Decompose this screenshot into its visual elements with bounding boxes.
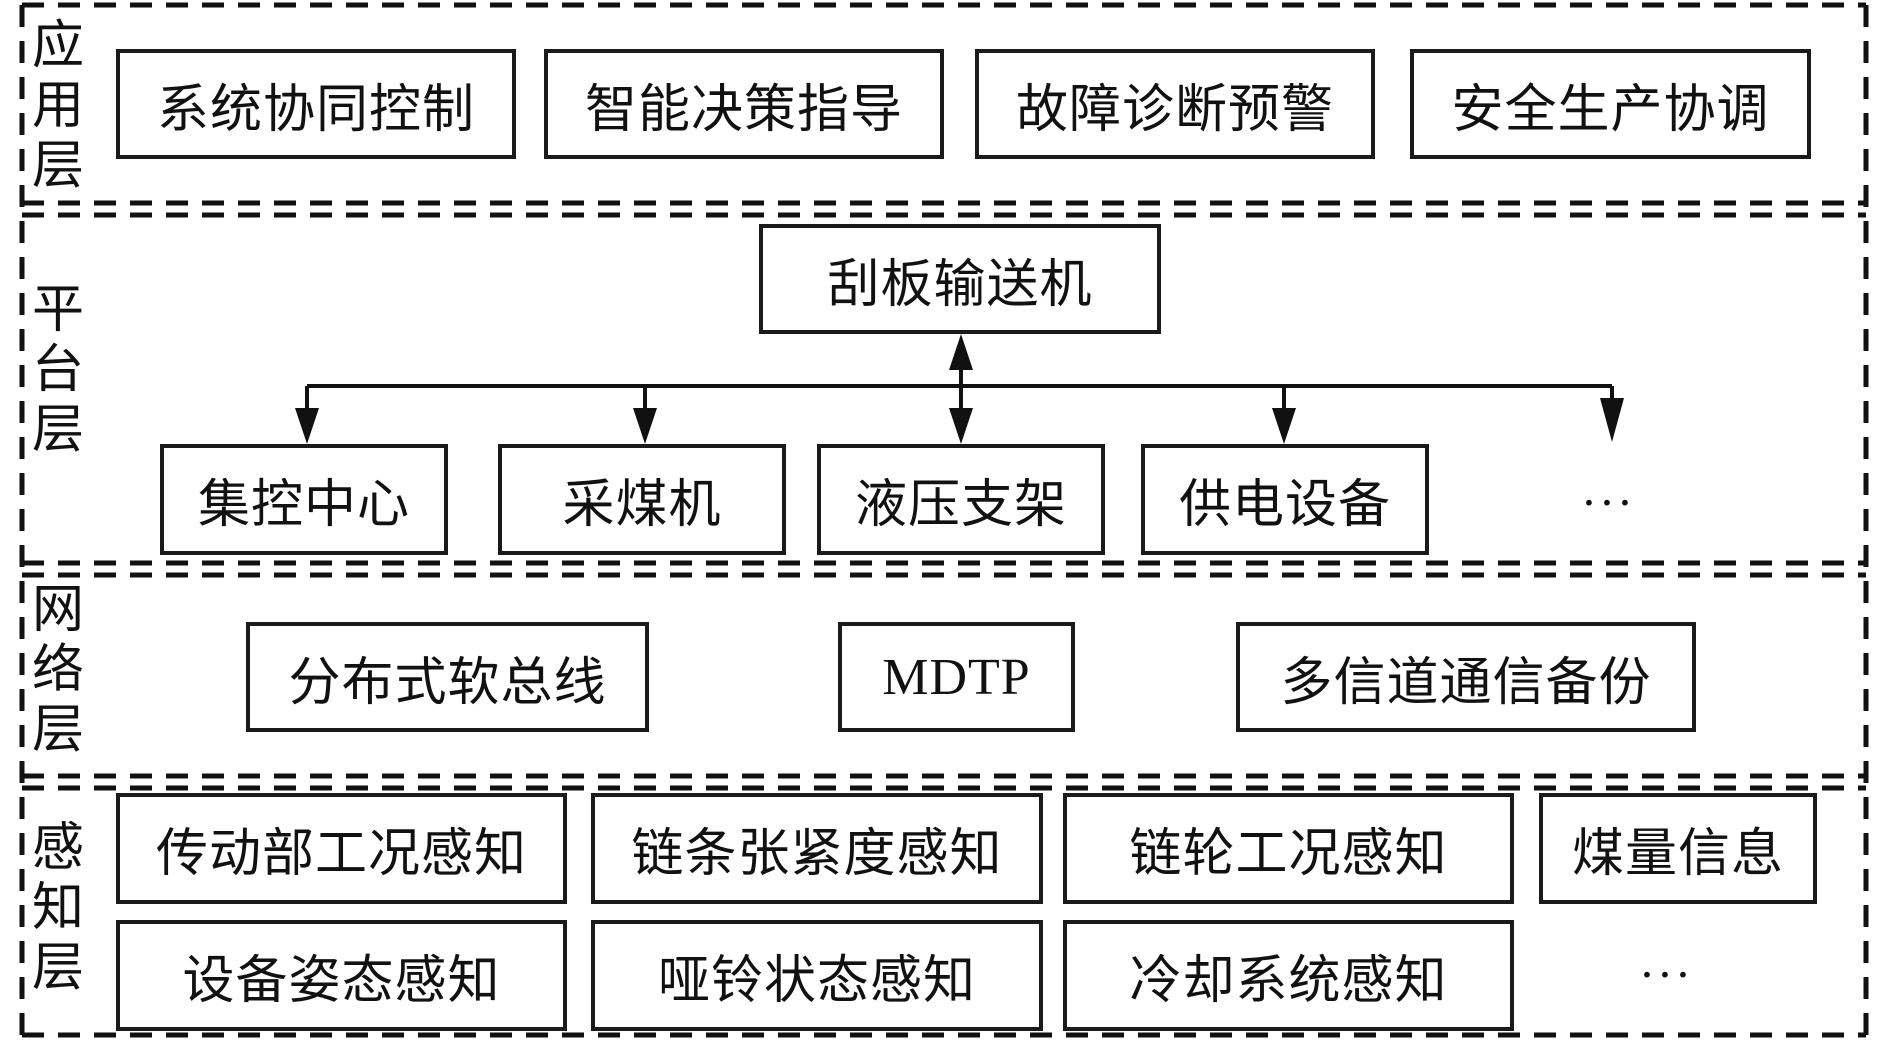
platform-hub-conveyor: 刮板输送机 bbox=[759, 224, 1161, 334]
network-box-multichannel-backup: 多信道通信备份 bbox=[1236, 622, 1696, 732]
perception-box-equipment-posture: 设备姿态感知 bbox=[116, 920, 567, 1031]
perception-box-dumbbell-state: 哑铃状态感知 bbox=[591, 920, 1043, 1031]
platform-box-power-supply: 供电设备 bbox=[1141, 444, 1429, 555]
app-box-safety-coordination: 安全生产协调 bbox=[1410, 49, 1811, 159]
arrowhead-down-5 bbox=[1600, 398, 1624, 442]
arrowhead-down-3 bbox=[949, 408, 973, 444]
layer-label-network: 网络层 bbox=[31, 580, 84, 760]
network-box-soft-bus: 分布式软总线 bbox=[246, 622, 649, 732]
perception-box-chain-tension: 链条张紧度感知 bbox=[591, 793, 1043, 904]
arrowhead-up-hub bbox=[949, 334, 973, 370]
perception-box-coal-volume: 煤量信息 bbox=[1539, 793, 1817, 904]
platform-box-control-center: 集控中心 bbox=[160, 444, 448, 555]
perception-more-ellipsis: ··· bbox=[1640, 950, 1694, 1001]
perception-box-sprocket-condition: 链轮工况感知 bbox=[1063, 793, 1514, 904]
perception-box-cooling-system: 冷却系统感知 bbox=[1063, 920, 1514, 1031]
arrowhead-down-2 bbox=[633, 408, 657, 444]
layer-label-perception: 感知层 bbox=[31, 818, 84, 998]
app-box-decision-guidance: 智能决策指导 bbox=[544, 49, 944, 159]
arrowhead-down-4 bbox=[1272, 408, 1296, 444]
arrowhead-down-1 bbox=[295, 408, 319, 444]
perception-box-drive-condition: 传动部工况感知 bbox=[116, 793, 567, 904]
network-box-mdtp: MDTP bbox=[838, 622, 1075, 732]
platform-more-ellipsis: ··· bbox=[1582, 478, 1636, 529]
platform-box-shearer: 采煤机 bbox=[498, 444, 786, 555]
layer-label-platform: 平台层 bbox=[31, 280, 84, 460]
app-box-system-control: 系统协同控制 bbox=[116, 49, 516, 159]
platform-box-hydraulic-support: 液压支架 bbox=[817, 444, 1105, 555]
app-box-fault-warning: 故障诊断预警 bbox=[975, 49, 1375, 159]
layer-label-application: 应用层 bbox=[31, 16, 84, 196]
